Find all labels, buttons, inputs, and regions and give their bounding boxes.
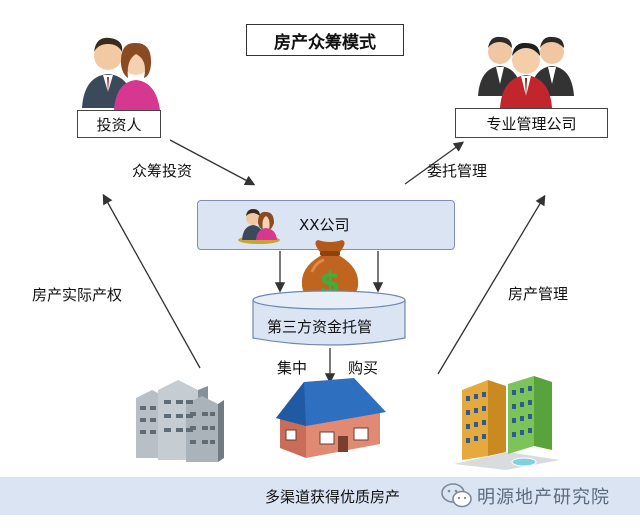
- trustee-label: 第三方资金托管: [267, 318, 373, 336]
- office-buildings-icon: [136, 380, 224, 462]
- managers-people-icon: [478, 36, 574, 108]
- watermark-text: 明源地产研究院: [477, 487, 610, 508]
- flow-label-ownership: 房产实际产权: [32, 286, 123, 304]
- manager-label: 专业管理公司: [455, 108, 608, 138]
- flow-label-purchase: 购买: [348, 359, 379, 377]
- flow-label-entrust: 委托管理: [427, 162, 488, 180]
- arrow-investor-to-company: [169, 139, 256, 186]
- money-bag-icon: $: [301, 240, 359, 302]
- company-people-icon: [238, 209, 280, 244]
- flow-label-concentrate: 集中: [277, 359, 308, 377]
- diagram-title: 房产众筹模式: [246, 24, 404, 56]
- company-label: XX公司: [299, 216, 350, 234]
- trustee-cylinder: [252, 290, 406, 346]
- investor-people-icon: [82, 37, 160, 110]
- investor-label: 投资人: [77, 110, 161, 138]
- footer-band: [0, 477, 640, 515]
- flow-label-property-mgmt: 房产管理: [508, 285, 569, 303]
- arrow-company-to-manager: [404, 141, 465, 185]
- wechat-icon: [441, 483, 472, 508]
- apartment-buildings-icon: [454, 376, 560, 470]
- footer-label: 多渠道获得优质房产: [265, 488, 401, 506]
- arrow-to-investor-ownership: [102, 193, 201, 369]
- house-icon: [276, 378, 386, 458]
- arrow-to-manager-property: [437, 194, 546, 375]
- flow-label-crowdfund: 众筹投资: [132, 162, 193, 180]
